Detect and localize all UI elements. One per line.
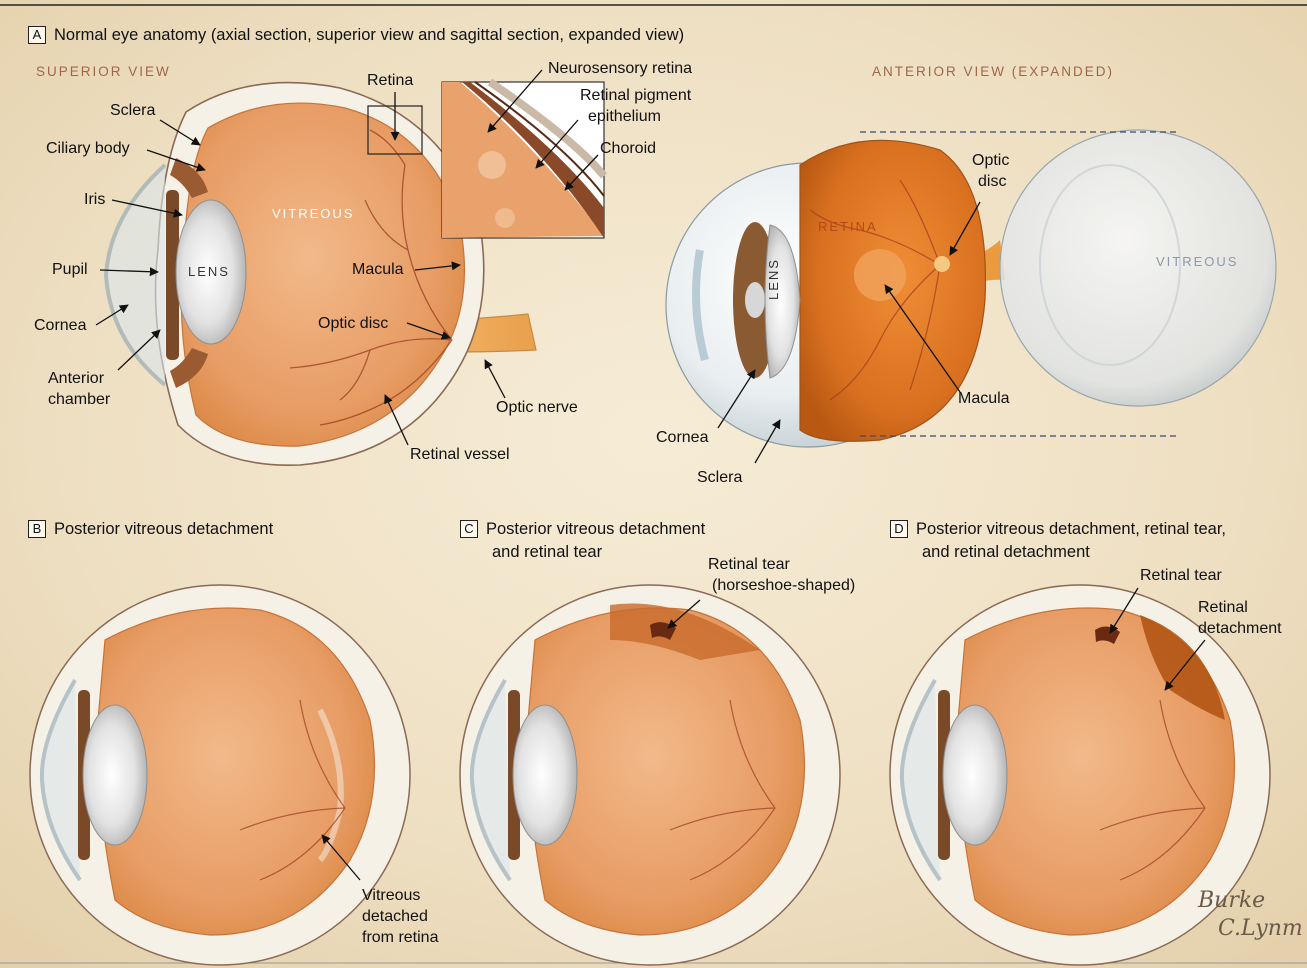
label-lens-anterior: LENS [766,258,781,300]
panel-c-header: C Posterior vitreous detachment [460,518,705,540]
label-choroid: Choroid [600,138,656,159]
label-anterior-chamber-2: chamber [48,389,110,410]
label-sclera: Sclera [110,100,155,121]
label-sclera-anterior: Sclera [697,467,742,488]
label-b-line1: Vitreous [362,885,420,906]
label-lens: LENS [188,264,230,279]
label-c-tear-1: Retinal tear [708,554,790,575]
panel-b-title: Posterior vitreous detachment [54,520,273,538]
panel-b-letter: B [28,520,46,538]
panel-c-title-line2: and retinal tear [492,541,602,563]
label-retina-anterior: RETINA [818,219,878,234]
label-neurosensory-retina: Neurosensory retina [548,58,692,79]
label-d-detach-2: detachment [1198,618,1282,639]
signature-line2: C.Lynm [1218,916,1303,941]
label-macula-anterior: Macula [958,388,1010,409]
eye-c [460,585,840,965]
panel-d-header: D Posterior vitreous detachment, retinal … [890,518,1226,540]
label-cornea-anterior: Cornea [656,427,708,448]
label-b-line2: detached [362,906,428,927]
superior-view-title: SUPERIOR VIEW [36,64,171,79]
label-c-tear-2: (horseshoe-shaped) [712,575,855,596]
label-b-line3: from retina [362,927,438,948]
label-ciliary-body: Ciliary body [46,138,130,159]
label-pupil: Pupil [52,259,88,280]
label-optic-disc: Optic disc [318,313,388,334]
label-retinal-vessel: Retinal vessel [410,444,510,465]
label-optic-disc-anterior-2: disc [978,171,1006,192]
anterior-view-title: ANTERIOR VIEW (EXPANDED) [872,64,1114,79]
panel-d-title-line1: Posterior vitreous detachment, retinal t… [916,520,1226,538]
label-d-tear: Retinal tear [1140,565,1222,586]
label-anterior-chamber-1: Anterior [48,368,104,389]
panel-c-title-line1: Posterior vitreous detachment [486,520,705,538]
label-rpe-2: epithelium [588,106,661,127]
panel-a-title: Normal eye anatomy (axial section, super… [54,26,684,44]
eye-b [30,585,410,965]
label-optic-nerve: Optic nerve [496,397,578,418]
panel-b-header: B Posterior vitreous detachment [28,518,273,540]
panel-d-title-line2: and retinal detachment [922,541,1090,563]
label-iris: Iris [84,189,105,210]
panel-d-letter: D [890,520,908,538]
label-retina: Retina [367,70,413,91]
signature-line1: Burke [1198,888,1265,913]
label-cornea: Cornea [34,315,86,336]
label-vitreous-anterior: VITREOUS [1156,254,1238,269]
label-macula: Macula [352,259,404,280]
label-rpe-1: Retinal pigment [580,85,691,106]
panel-c-letter: C [460,520,478,538]
label-d-detach-1: Retinal [1198,597,1248,618]
label-optic-disc-anterior-1: Optic [972,150,1009,171]
panel-a-header: A Normal eye anatomy (axial section, supe… [28,24,684,46]
label-vitreous: VITREOUS [272,206,354,221]
panel-a-letter: A [28,26,46,44]
